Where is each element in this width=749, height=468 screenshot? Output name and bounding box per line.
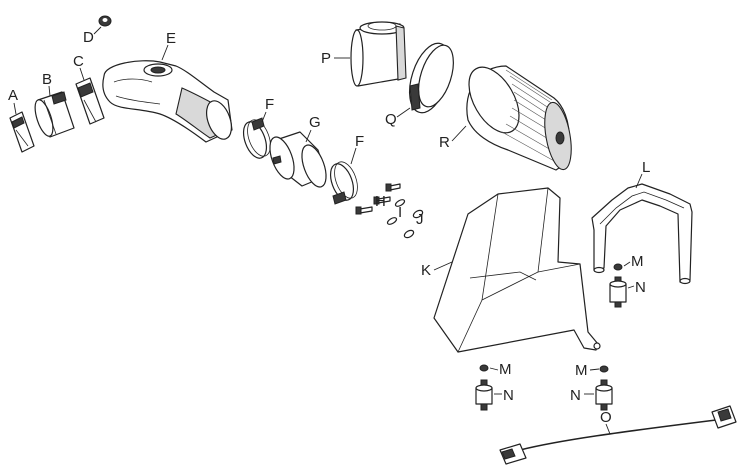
part-r-air-filter <box>466 65 572 171</box>
label-e: E <box>166 30 176 47</box>
leader-g <box>305 129 312 143</box>
part-k-heat-shield <box>433 187 601 353</box>
part-i-washers <box>386 199 406 225</box>
label-n-lower-right: N <box>570 387 581 404</box>
leader-k <box>433 261 453 271</box>
label-i: I <box>398 204 402 221</box>
label-n-right: N <box>635 279 646 296</box>
part-e-intake-tube <box>102 60 233 143</box>
part-m-nut-lower-right <box>599 365 609 373</box>
part-m-nut-lower-left <box>479 364 489 372</box>
label-m-right: M <box>631 253 644 270</box>
part-d-grommet <box>98 15 112 27</box>
label-j: J <box>416 211 424 228</box>
leader-e <box>161 44 169 61</box>
part-a-clamp <box>9 111 35 153</box>
label-l: L <box>642 159 650 176</box>
label-r: R <box>439 134 450 151</box>
part-f-clamp-upper <box>242 117 271 159</box>
leader-r <box>451 125 467 142</box>
label-f-lower: F <box>355 133 364 150</box>
part-n-mount-lower-left <box>475 379 493 411</box>
label-f-upper: F <box>265 96 274 113</box>
part-b-coupler <box>34 91 75 138</box>
part-g-coupler <box>269 131 327 188</box>
leader-d <box>93 26 102 35</box>
leader-f-lower <box>350 147 357 165</box>
label-p: P <box>321 50 331 67</box>
label-o: O <box>600 409 612 426</box>
part-f-clamp-lower <box>329 161 358 205</box>
label-m-lower-left: M <box>499 361 512 378</box>
part-p-coupler <box>350 21 407 87</box>
part-n-mount-lower-right <box>595 379 613 411</box>
leader-m-right <box>623 261 631 267</box>
part-j-nuts <box>403 209 424 239</box>
label-a: A <box>8 87 18 104</box>
part-q-clamp <box>408 42 454 114</box>
leader-l <box>635 173 643 189</box>
leader-m-lower-right <box>589 368 600 371</box>
leader-m-lower-left <box>489 367 499 371</box>
leader-f-upper <box>261 111 267 123</box>
label-h: H <box>375 193 386 210</box>
label-b: B <box>42 71 52 88</box>
label-k: K <box>421 262 431 279</box>
leader-n-right <box>627 285 635 289</box>
part-m-nut-right <box>613 263 623 271</box>
leader-b <box>48 85 51 97</box>
part-l-breather-hose <box>591 183 693 285</box>
part-c-clamp <box>75 77 105 125</box>
leader-c <box>79 67 85 81</box>
part-o-wiring-harness <box>499 405 737 465</box>
leader-q <box>396 107 411 118</box>
label-n-lower-left: N <box>503 387 514 404</box>
label-q: Q <box>385 111 397 128</box>
part-h-bolts <box>355 183 401 215</box>
label-c: C <box>73 53 84 70</box>
leader-o <box>605 423 611 435</box>
leader-a <box>13 102 17 115</box>
label-g: G <box>309 114 321 131</box>
label-d: D <box>83 29 94 46</box>
part-n-mount-right <box>609 276 627 308</box>
label-m-lower-right: M <box>575 362 588 379</box>
